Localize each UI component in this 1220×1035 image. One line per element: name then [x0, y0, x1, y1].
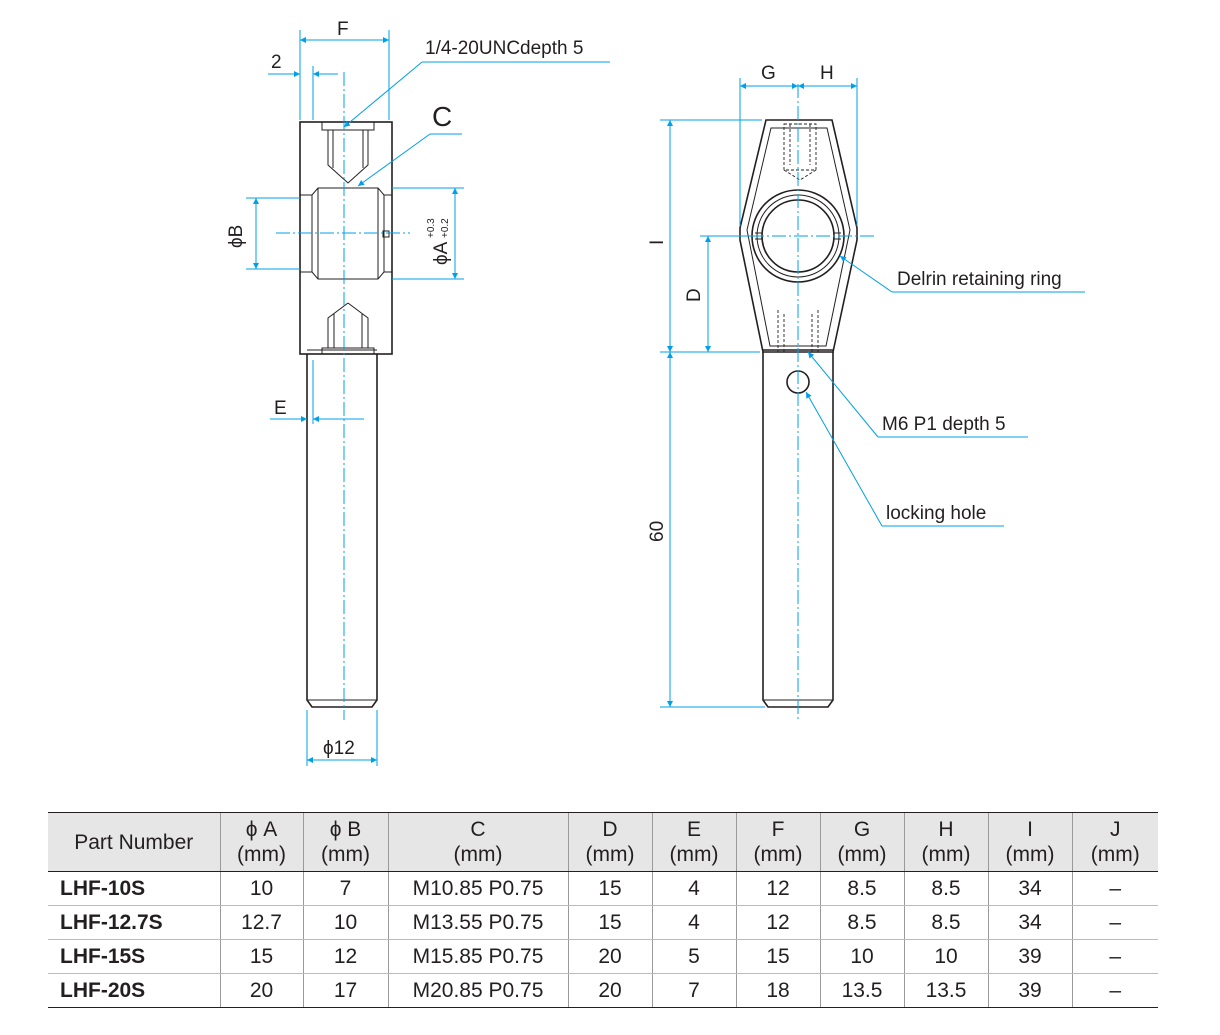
cell-f: 12	[735, 871, 820, 906]
hole-note: locking hole	[886, 503, 986, 524]
header-i: I(mm)	[987, 812, 1072, 872]
header-j: J(mm)	[1071, 812, 1158, 872]
cell-j: –	[1071, 973, 1158, 1008]
dim-g-label: G	[761, 63, 776, 84]
cell-phi-b: 12	[302, 939, 388, 974]
cell-phi-a: 12.7	[219, 905, 303, 940]
header-f: F(mm)	[735, 812, 820, 872]
cell-phi-b: 17	[302, 973, 388, 1008]
cell-i: 34	[987, 871, 1072, 906]
cell-part-number: LHF-12.7S	[48, 905, 220, 940]
cell-d: 20	[567, 939, 652, 974]
table-row: LHF-12.7S 12.7 10 M13.55 P0.75 15 4 12 8…	[48, 905, 1158, 940]
cell-phi-b: 7	[302, 871, 388, 906]
dim-phia-label: ϕA	[431, 241, 452, 265]
header-part-number: Part Number	[48, 812, 220, 872]
cell-e: 4	[651, 871, 736, 906]
cell-c: M13.55 P0.75	[387, 905, 568, 940]
cell-g: 8.5	[819, 871, 904, 906]
header-phi-b: ϕ B(mm)	[302, 812, 388, 872]
cell-i: 39	[987, 939, 1072, 974]
cell-part-number: LHF-20S	[48, 973, 220, 1008]
tol-plus-label: +0.3	[426, 218, 437, 238]
dim-2-label: 2	[271, 52, 282, 73]
dim-c-label: C	[432, 101, 452, 132]
table-row: LHF-10S 10 7 M10.85 P0.75 15 4 12 8.5 8.…	[48, 871, 1158, 906]
cell-j: –	[1071, 939, 1158, 974]
cell-g: 10	[819, 939, 904, 974]
cell-c: M10.85 P0.75	[387, 871, 568, 906]
cell-c: M15.85 P0.75	[387, 939, 568, 974]
header-phi-a: ϕ A(mm)	[219, 812, 303, 872]
cell-i: 39	[987, 973, 1072, 1008]
header-c: C(mm)	[387, 812, 568, 872]
cell-i: 34	[987, 905, 1072, 940]
cell-phi-a: 15	[219, 939, 303, 974]
dim-d-label: D	[684, 288, 705, 302]
cell-h: 8.5	[903, 905, 988, 940]
header-h: H(mm)	[903, 812, 988, 872]
table-row: LHF-15S 15 12 M15.85 P0.75 20 5 15 10 10…	[48, 939, 1158, 974]
thread-note: 1/4-20UNCdepth 5	[425, 38, 583, 59]
cell-g: 13.5	[819, 973, 904, 1008]
header-g: G(mm)	[819, 812, 904, 872]
header-e: E(mm)	[651, 812, 736, 872]
cell-c: M20.85 P0.75	[387, 973, 568, 1008]
cell-h: 13.5	[903, 973, 988, 1008]
table-header-row: Part Number ϕ A(mm) ϕ B(mm) C(mm) D(mm) …	[48, 812, 1158, 872]
cell-e: 4	[651, 905, 736, 940]
spec-table: Part Number ϕ A(mm) ϕ B(mm) C(mm) D(mm) …	[48, 812, 1158, 1008]
cell-phi-a: 10	[219, 871, 303, 906]
tol-minus-label: +0.2	[440, 218, 451, 238]
cell-g: 8.5	[819, 905, 904, 940]
cell-d: 15	[567, 871, 652, 906]
table-row: LHF-20S 20 17 M20.85 P0.75 20 7 18 13.5 …	[48, 973, 1158, 1008]
dim-phib-label: ϕB	[226, 225, 247, 248]
cell-e: 7	[651, 973, 736, 1008]
ring-note: Delrin retaining ring	[897, 269, 1062, 290]
technical-drawing: F 2 1/4-20UNCdepth 5 C ϕB ϕA +0.3 +0.2 E…	[226, 19, 1085, 766]
cell-d: 20	[567, 973, 652, 1008]
front-view: G H I D 60 Delrin retaining ring M6 P1 d…	[647, 63, 1085, 722]
cell-h: 10	[903, 939, 988, 974]
cell-j: –	[1071, 871, 1158, 906]
side-view: F 2 1/4-20UNCdepth 5 C ϕB ϕA +0.3 +0.2 E…	[226, 19, 610, 766]
cell-part-number: LHF-15S	[48, 939, 220, 974]
cell-f: 15	[735, 939, 820, 974]
dim-e-label: E	[274, 398, 287, 419]
cell-f: 18	[735, 973, 820, 1008]
dim-h-label: H	[820, 63, 834, 84]
dim-60-label: 60	[647, 521, 668, 542]
dim-f-label: F	[337, 19, 349, 40]
dim-phi12-label: ϕ12	[323, 738, 355, 759]
cell-j: –	[1071, 905, 1158, 940]
dim-i-label: I	[647, 240, 668, 245]
cell-phi-a: 20	[219, 973, 303, 1008]
cell-phi-b: 10	[302, 905, 388, 940]
tap-note: M6 P1 depth 5	[882, 414, 1006, 435]
cell-d: 15	[567, 905, 652, 940]
cell-part-number: LHF-10S	[48, 871, 220, 906]
header-d: D(mm)	[567, 812, 652, 872]
cell-h: 8.5	[903, 871, 988, 906]
cell-f: 12	[735, 905, 820, 940]
cell-e: 5	[651, 939, 736, 974]
